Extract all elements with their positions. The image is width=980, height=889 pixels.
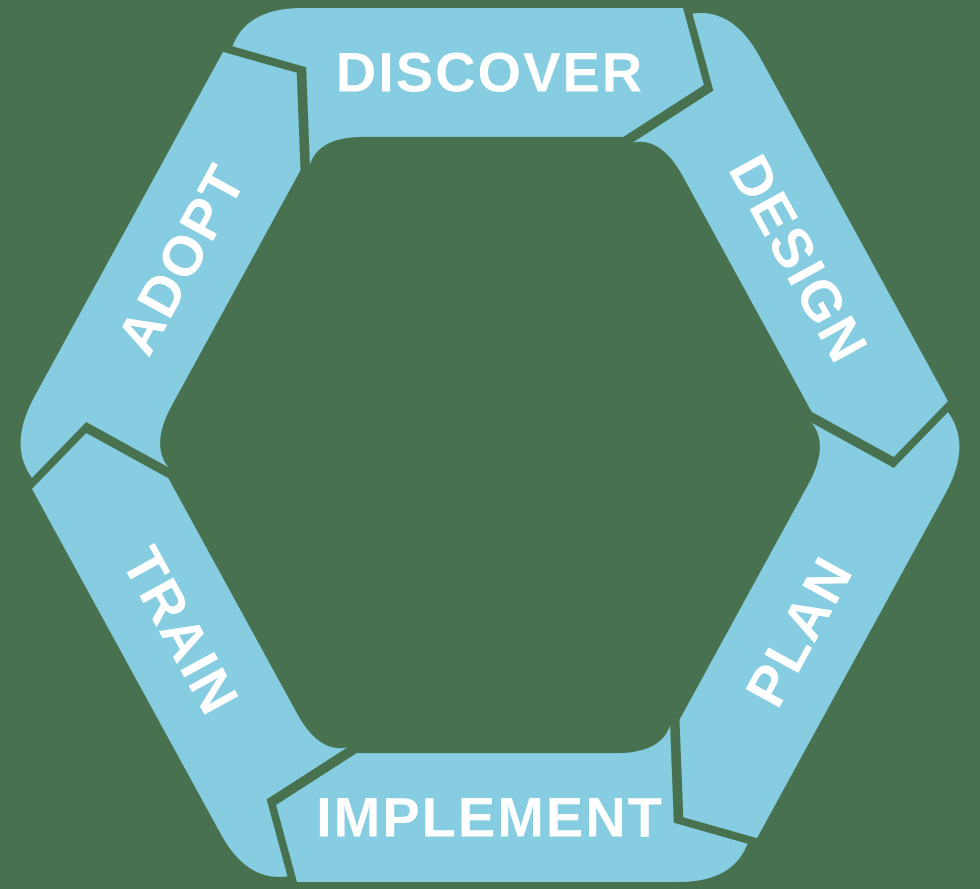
segment-implement — [276, 725, 748, 882]
segment-train — [32, 433, 348, 877]
segment-discover — [232, 8, 704, 165]
segment-adopt — [20, 51, 301, 478]
segment-label-discover: DISCOVER — [336, 41, 645, 104]
segment-design — [632, 13, 948, 457]
segment-label-implement: IMPLEMENT — [316, 786, 664, 849]
segment-plan — [679, 412, 960, 839]
